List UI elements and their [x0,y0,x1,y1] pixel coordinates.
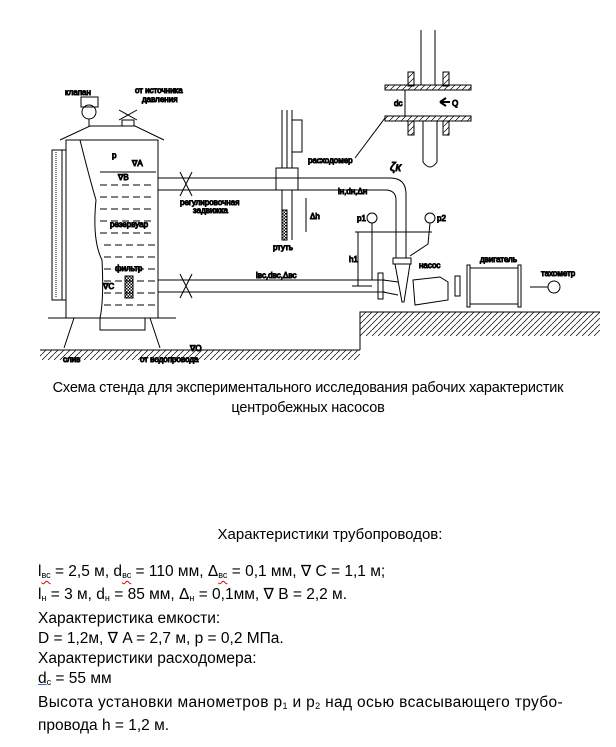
text: dc [38,670,51,687]
subscript: 1 [282,700,288,711]
ground [40,311,600,360]
spec-line-pressure: lн = 3 м, dн = 85 мм, Δн = 0,1мм, ∇ B = … [38,585,586,608]
spec-line-suction: lвс = 2,5 м, dвс = 110 мм, Δвс = 0,1 мм,… [38,562,586,585]
label-h1: h1 [349,255,358,264]
motor [454,264,561,308]
text: и p [287,693,316,711]
text: = 0,1 мм, ∇ C = 1,1 м; [227,563,386,580]
subscript: вс [41,570,51,580]
text: l [38,563,42,580]
spec-flowmeter: dc = 55 мм [38,669,586,692]
text: = 110 мм, Δ [131,563,219,580]
spec-gauge-height-cont: провода h = 1,2 м. [38,717,170,735]
spec-tank-heading: Характеристика емкости: [38,609,221,627]
text: = 85 мм, Δ [109,586,190,604]
specifications-text: lвс = 2,5 м, dвс = 110 мм, Δвс = 0,1 мм,… [38,562,586,736]
suction-pipeline [158,272,399,300]
label-delta-h: Δh [310,212,320,221]
label-regulating-valve: регулировочная [180,198,239,207]
text: = 55 мм [51,670,112,688]
flowmeter [275,110,307,241]
label-valve: клапан [65,88,91,97]
subscript: вс [218,570,228,580]
text: l [38,586,42,604]
label-water-supply: от водопровода [140,355,199,364]
label-q: Q [452,99,458,108]
label-regulating-valve-2: задвижка [193,206,229,215]
subscript: c [46,677,52,688]
pressure-inlet-valve-icon [118,109,138,127]
label-level-c: ∇C [102,282,114,291]
label-motor: двигатель [480,255,517,264]
text: Высота установки манометров p [38,693,283,711]
spec-flowmeter-heading: Характеристики расходомера: [38,650,257,668]
label-pump: насос [419,261,440,270]
reservoir-tank [48,125,176,349]
label-level-a: ∇A [131,159,143,168]
regulating-valve-upper-icon [179,171,193,197]
label-filter: фильтр [115,264,143,273]
regulating-valve-lower-icon [179,273,193,299]
spec-gauge-height: Высота установки манометров p1 и p2 над … [38,693,586,716]
text: над осью всасывающего трубо- [320,693,564,711]
text: = 0,1мм, ∇ B = 2,2 м. [194,586,348,604]
spec-tank: D = 1,2м, ∇ A = 2,7 м, p = 0,2 МПа. [38,629,284,647]
figure-caption: Схема стенда для экспериментального иссл… [52,380,564,396]
label-p1: p1 [357,214,366,223]
subscript: н [41,593,47,604]
label-mercury: ртуть [273,243,293,252]
label-tachometer: тахометр [541,269,576,278]
label-drain: слив [63,355,80,364]
subscript: вс [122,570,132,580]
label-suction-pipe: lвс,dвс,Δвс [256,271,297,280]
flowmeter-detail-inset [354,30,472,168]
label-dc: dc [394,99,402,108]
label-flowmeter: расходомер [308,156,353,165]
label-pressure-source: от источника [135,86,183,95]
subscript: н [104,593,110,604]
pump [392,257,449,306]
text: d [38,670,47,688]
tachometer-icon [547,280,561,294]
label-pressure-source-2: давления [142,95,178,104]
label-p2: p2 [437,214,446,223]
label-reservoir: резервуар [110,220,149,229]
label-zeta: ζк [390,160,403,174]
label-pressure-pipe: lн,dн,Δн [338,187,367,196]
safety-valve-icon [80,96,99,126]
label-p: p [112,151,117,160]
text: = 2,5 м, d [50,563,123,580]
label-level-o: ∇O [189,344,202,353]
pressure-gauges [352,212,436,287]
text: = 3 м, d [46,586,105,604]
section-heading: Характеристики трубопроводов: [217,526,443,543]
subscript: н [189,593,195,604]
subscript: 2 [315,700,321,711]
label-level-b: ∇B [117,173,129,182]
pressure-pipeline [158,171,407,258]
test-stand-diagram: клапан от источника давления p ∇A ∇B ∇C … [40,30,600,365]
figure-caption-line2: центробежных насосов [231,400,385,416]
